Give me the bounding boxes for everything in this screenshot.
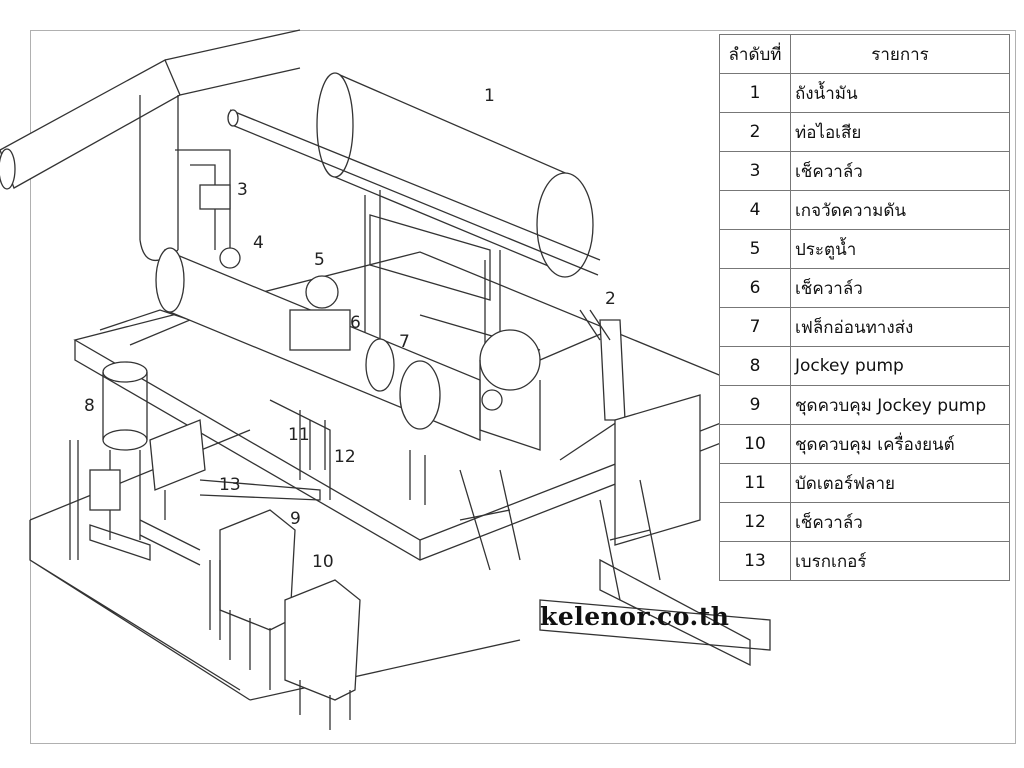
fuel-tank (316, 72, 594, 365)
callout-1: 1 (484, 86, 495, 106)
jockey-pump-controller (219, 509, 296, 690)
legend-row-item: เช็ควาล์ว (790, 502, 1010, 542)
legend-row-no: 8 (719, 346, 791, 386)
fire-pump-engine-unit (459, 309, 701, 601)
legend-header-no: ลำดับที่ (719, 34, 791, 74)
legend-row-no: 9 (719, 385, 791, 425)
legend-row-no: 3 (719, 151, 791, 191)
callout-4: 4 (253, 233, 264, 253)
legend-row-no: 1 (719, 73, 791, 113)
legend-row-no: 7 (719, 307, 791, 347)
drawing-frame (30, 30, 1016, 744)
legend-row-item: เฟล็กอ่อนทางส่ง (790, 307, 1010, 347)
callout-3: 3 (237, 180, 248, 200)
legend-row-item: ประตูน้ำ (790, 229, 1010, 269)
site-watermark: kelenor.co.th (540, 602, 730, 631)
callout-8: 8 (84, 396, 95, 416)
legend-row-item: เบรกเกอร์ (790, 541, 1010, 581)
callout-2: 2 (605, 289, 616, 309)
callout-13: 13 (219, 475, 241, 495)
legend-row-item: ท่อไอเสีย (790, 112, 1010, 152)
callout-5: 5 (314, 250, 325, 270)
legend-row-item: Jockey pump (790, 346, 1010, 386)
callout-12: 12 (334, 447, 356, 467)
callout-10: 10 (312, 552, 334, 572)
legend-row-item: บัดเตอร์ฟลาย (790, 463, 1010, 503)
callout-7: 7 (399, 332, 410, 352)
callout-11: 11 (288, 425, 310, 445)
discharge-header-pipe (155, 109, 601, 505)
legend-row-no: 10 (719, 424, 791, 464)
legend-row-no: 4 (719, 190, 791, 230)
legend-header-row: ลำดับที่ รายการ (719, 34, 1010, 74)
legend-row-item: ชุดควบคุม Jockey pump (790, 385, 1010, 425)
legend-header-item: รายการ (790, 34, 1010, 74)
breaker-box (149, 419, 206, 520)
callout-9: 9 (290, 509, 301, 529)
legend-row-no: 6 (719, 268, 791, 308)
legend-row-no: 11 (719, 463, 791, 503)
legend-row-no: 5 (719, 229, 791, 269)
legend-row-item: เกจวัดความดัน (790, 190, 1010, 230)
legend-row-item: ถังน้ำมัน (790, 73, 1010, 113)
callout-6: 6 (350, 313, 361, 333)
legend-row-item: เช็ควาล์ว (790, 268, 1010, 308)
jockey-pump (89, 361, 201, 566)
legend-row-no: 2 (719, 112, 791, 152)
legend-row-item: เช็ควาล์ว (790, 151, 1010, 191)
engine-controller (284, 579, 361, 730)
legend-row-no: 12 (719, 502, 791, 542)
legend-row-item: ชุดควบคุม เครื่องยนต์ (790, 424, 1010, 464)
auxiliary-piping (69, 420, 326, 640)
legend-row-no: 13 (719, 541, 791, 581)
overhead-exhaust-pipe (0, 29, 301, 262)
